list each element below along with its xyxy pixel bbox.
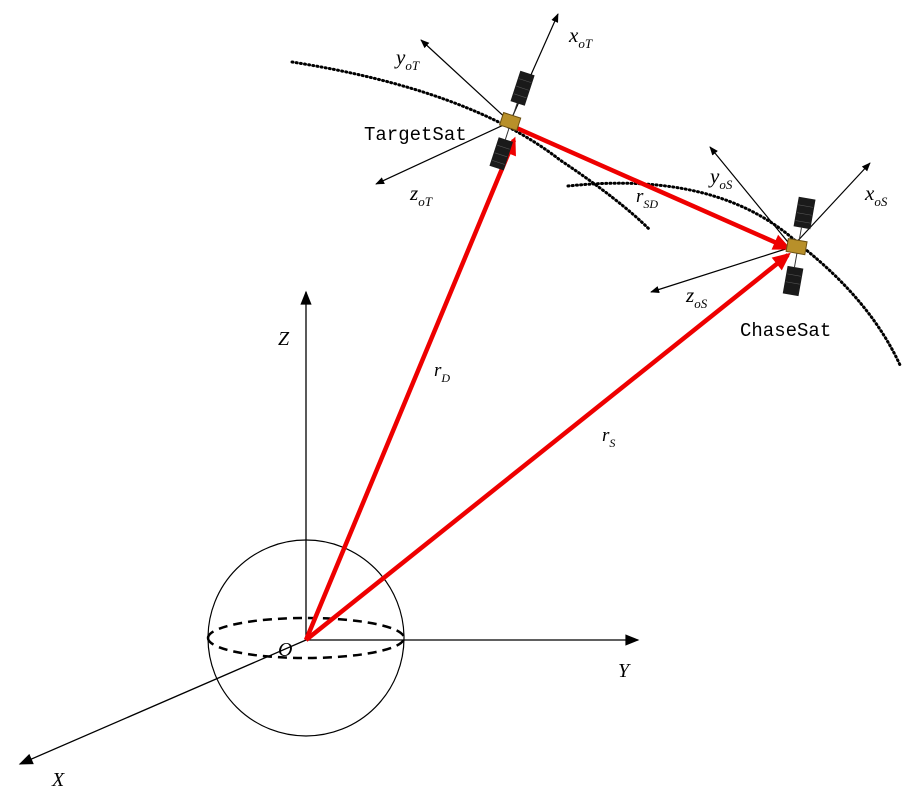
r-s-label: rS	[602, 425, 615, 450]
r-sd-vector	[511, 123, 792, 251]
x-axis-label: X	[51, 769, 65, 791]
chase-x-axis	[791, 162, 871, 248]
target-x-axis	[509, 13, 559, 123]
chase-x-label: xoS	[864, 181, 888, 209]
chase-y-label: yoS	[708, 164, 733, 192]
target-sat-label: TargetSat	[364, 124, 467, 146]
target-z-axis	[375, 121, 511, 185]
chase-sat-label: ChaseSat	[740, 320, 831, 342]
chase-orbit-arc	[566, 181, 902, 367]
target-z-label: zoT	[409, 181, 433, 209]
r-d-vector	[303, 136, 517, 641]
chase-z-axis	[650, 246, 793, 293]
chase-y-axis	[709, 146, 793, 248]
y-axis-label: Y	[618, 660, 631, 682]
r-d-label: rD	[434, 360, 450, 385]
target-orbit-arc	[290, 60, 652, 232]
chase-satellite-icon	[782, 196, 816, 297]
target-y-label: yoT	[394, 45, 420, 73]
r-sd-label: rSD	[636, 186, 658, 211]
r-s-vector	[304, 252, 791, 642]
chase-z-label: zoS	[685, 283, 708, 311]
x-axis	[18, 639, 307, 765]
target-y-axis	[420, 39, 511, 123]
z-axis-label: Z	[278, 328, 290, 350]
target-satellite-icon	[489, 70, 535, 171]
origin-label: O	[278, 639, 292, 661]
target-x-label: xoT	[568, 23, 593, 51]
